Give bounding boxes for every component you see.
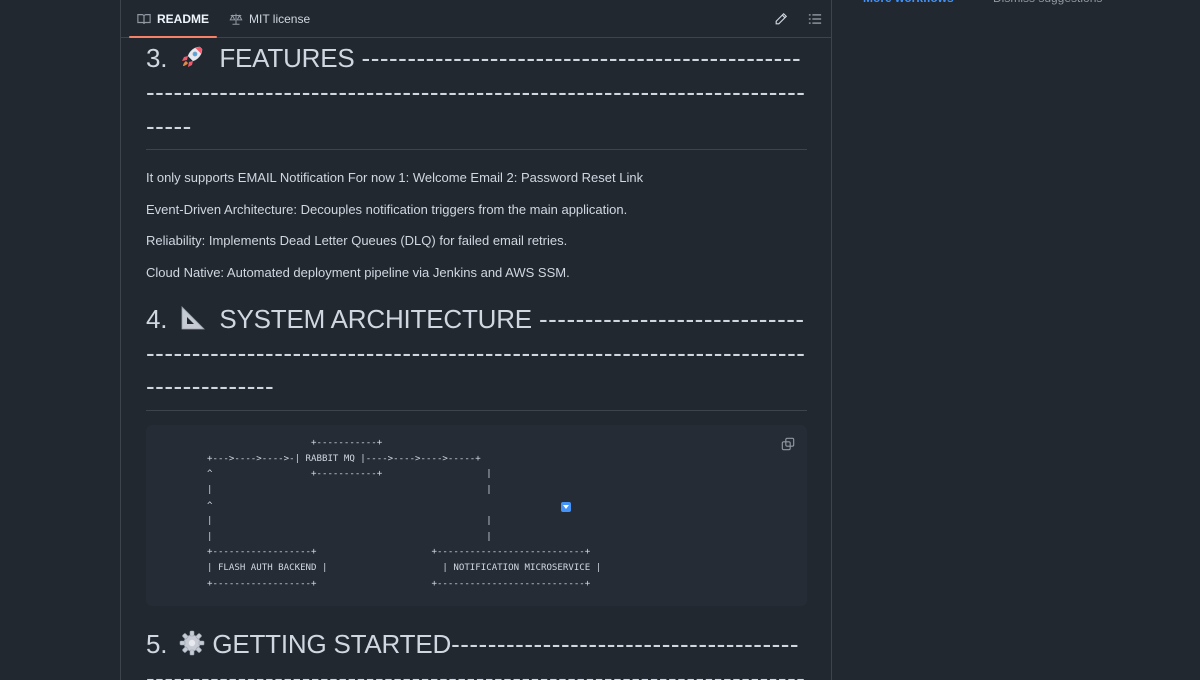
heading-title: GETTING STARTED bbox=[212, 629, 452, 660]
outline-button[interactable] bbox=[805, 9, 825, 29]
heading-title: SYSTEM ARCHITECTURE bbox=[219, 303, 532, 334]
feature-item: It only supports EMAIL Notification For … bbox=[146, 170, 644, 186]
left-gutter bbox=[0, 0, 120, 680]
heading-dashes: ----------------------------------------… bbox=[146, 43, 806, 141]
arrow-down-small-icon bbox=[561, 502, 571, 513]
law-scale-icon bbox=[229, 12, 243, 26]
pencil-icon bbox=[775, 12, 788, 25]
readme-article: 3. FEATURES ----------------------------… bbox=[121, 38, 831, 680]
more-workflows-link[interactable]: More workflows bbox=[863, 0, 954, 5]
tab-license-label: MIT license bbox=[249, 11, 311, 26]
feature-item: Event-Driven Architecture: Decouples not… bbox=[146, 201, 628, 217]
heading-architecture: 4. SYSTEM ARCHITECTURE -----------------… bbox=[146, 299, 807, 412]
heading-number: 4. bbox=[146, 303, 168, 334]
right-sidebar: More workflows Dismiss suggestions bbox=[833, 0, 1200, 680]
rocket-icon bbox=[178, 43, 206, 71]
copy-icon bbox=[781, 438, 795, 451]
gear-icon bbox=[178, 629, 206, 657]
heading-features: 3. FEATURES ----------------------------… bbox=[146, 38, 807, 151]
edit-readme-button[interactable] bbox=[771, 9, 791, 29]
triangular-ruler-icon bbox=[178, 304, 206, 332]
architecture-diagram: +-----------+ +--->---->---->-| RABBIT M… bbox=[207, 438, 602, 589]
heading-dashes: ----------------------------------------… bbox=[146, 303, 806, 402]
copy-code-button[interactable] bbox=[779, 435, 797, 453]
heading-dashes: ----------------------------------------… bbox=[146, 629, 806, 680]
tab-readme[interactable]: README bbox=[129, 0, 218, 38]
architecture-code-block: +-----------+ +--->---->---->-| RABBIT M… bbox=[146, 425, 807, 607]
feature-item: Cloud Native: Automated deployment pipel… bbox=[146, 264, 570, 280]
readme-container: README MIT license 3. FEATURES ---------… bbox=[120, 0, 832, 680]
heading-getting-started: 5. GETTING STARTED----------------------… bbox=[146, 624, 807, 680]
heading-number: 3. bbox=[146, 43, 168, 73]
feature-item: Reliability: Implements Dead Letter Queu… bbox=[146, 233, 568, 249]
dismiss-suggestions-link[interactable]: Dismiss suggestions bbox=[993, 0, 1102, 5]
list-unordered-icon bbox=[808, 14, 822, 24]
heading-title: FEATURES bbox=[219, 43, 355, 73]
heading-number: 5. bbox=[146, 629, 168, 660]
readme-tabbar: README MIT license bbox=[121, 0, 831, 38]
tab-license[interactable]: MIT license bbox=[221, 0, 318, 37]
tab-readme-label: README bbox=[157, 11, 210, 26]
book-icon bbox=[137, 12, 151, 26]
